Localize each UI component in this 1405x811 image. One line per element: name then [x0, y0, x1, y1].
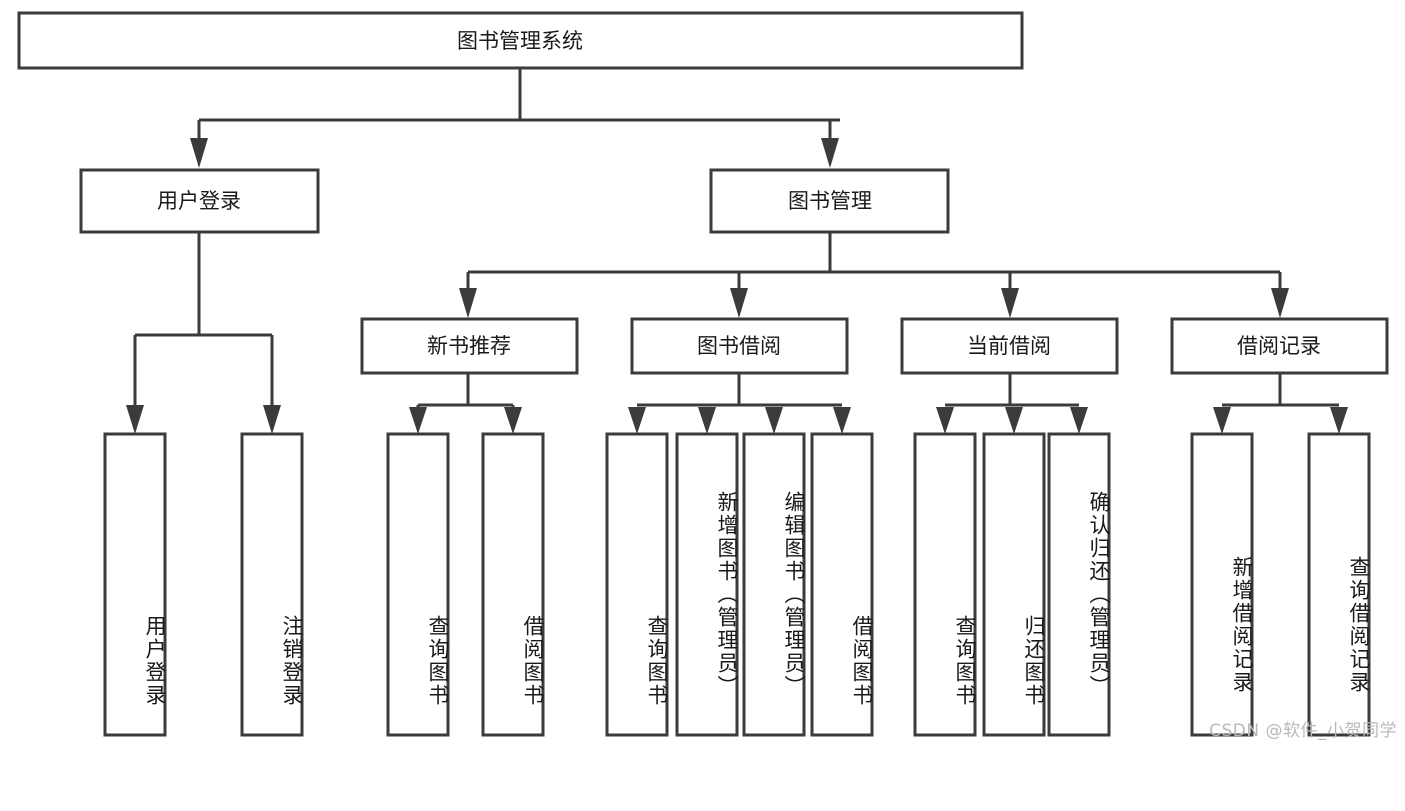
node-current-borrow[interactable] [900, 317, 1119, 375]
arrow-head-book-management [821, 138, 839, 168]
node-leaf-query-book-3[interactable] [913, 432, 977, 737]
node-leaf-add-record[interactable] [1190, 432, 1254, 737]
node-book-management-label: 图书管理 [788, 189, 872, 213]
arrow-head-book-borrow [730, 288, 748, 318]
node-new-book-recommend-label: 新书推荐 [427, 334, 511, 358]
arrow-head-leaf-return-book [1005, 407, 1023, 434]
arrow-head-leaf-edit-book [765, 407, 783, 434]
arrow-head-leaf-query-book-2 [628, 407, 646, 434]
node-root[interactable] [17, 11, 1024, 70]
node-leaf-borrow-book-1[interactable] [481, 432, 545, 737]
node-leaf-logout-login[interactable] [240, 432, 304, 737]
arrow-head-leaf-query-book-1 [409, 407, 427, 434]
arrow-head-leaf-add-book [698, 407, 716, 434]
arrow-head-user-login [190, 138, 208, 168]
csdn-watermark: CSDN @软件_小贺同学 [1209, 721, 1397, 741]
arrow-head-borrow-record [1271, 288, 1289, 318]
node-book-borrow[interactable] [630, 317, 849, 375]
node-leaf-user-login[interactable] [103, 432, 167, 737]
node-user-login[interactable] [79, 168, 320, 234]
node-leaf-add-book[interactable] [675, 432, 739, 737]
node-borrow-record-label: 借阅记录 [1237, 334, 1321, 358]
arrow-head-leaf-borrow-book-1 [504, 407, 522, 434]
node-new-book-recommend[interactable] [360, 317, 579, 375]
node-leaf-borrow-book-2[interactable] [810, 432, 874, 737]
node-user-login-label: 用户登录 [157, 189, 241, 213]
arrow-head-leaf-query-record [1330, 407, 1348, 434]
node-book-management[interactable] [709, 168, 950, 234]
node-leaf-confirm-return[interactable] [1047, 432, 1111, 737]
node-borrow-record[interactable] [1170, 317, 1389, 375]
node-book-borrow-label: 图书借阅 [697, 334, 781, 358]
node-layer: 图书管理系统 用户登录 图书管理 新书推荐 图书借阅 当前借阅 借阅记录 [17, 11, 1389, 737]
arrow-head-leaf-add-record [1213, 407, 1231, 434]
arrow-head-new-book-recommend [459, 288, 477, 318]
arrow-head-leaf-user-login [126, 405, 144, 434]
node-leaf-return-book[interactable] [982, 432, 1046, 737]
node-leaf-edit-book[interactable] [742, 432, 806, 737]
diagram-svg: 图书管理系统 用户登录 图书管理 新书推荐 图书借阅 当前借阅 借阅记录 [17, 11, 1389, 737]
connector-layer [126, 69, 1348, 434]
arrow-head-leaf-query-book-3 [936, 407, 954, 434]
arrow-head-current-borrow [1001, 288, 1019, 318]
arrow-head-leaf-confirm-return [1070, 407, 1088, 434]
arrow-head-leaf-borrow-book-2 [833, 407, 851, 434]
node-leaf-query-book-2[interactable] [605, 432, 669, 737]
arrow-head-leaf-logout-login [263, 405, 281, 434]
diagram-canvas: 图书管理系统 用户登录 图书管理 新书推荐 图书借阅 当前借阅 借阅记录 [17, 11, 1397, 741]
node-current-borrow-label: 当前借阅 [967, 334, 1051, 358]
node-leaf-query-record[interactable] [1307, 432, 1371, 737]
node-leaf-query-book-1[interactable] [386, 432, 450, 737]
node-root-label: 图书管理系统 [457, 29, 583, 53]
